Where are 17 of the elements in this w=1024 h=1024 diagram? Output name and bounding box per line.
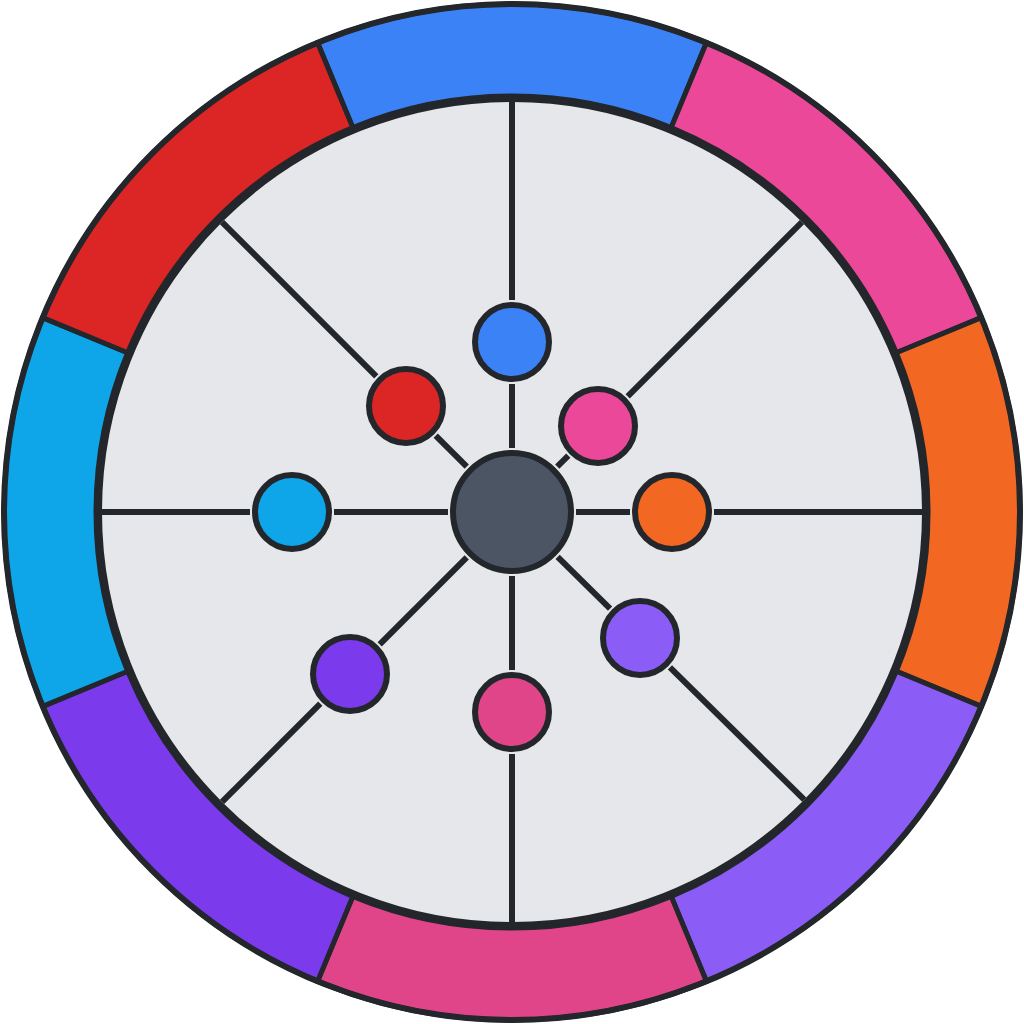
node-circle xyxy=(632,472,712,552)
spoke-connector xyxy=(509,576,515,670)
node-circle xyxy=(472,672,552,752)
spoke-connector xyxy=(555,554,613,611)
spoke-connector xyxy=(509,384,515,448)
spoke-connector xyxy=(334,509,448,515)
node-circle xyxy=(450,450,574,574)
node-circle xyxy=(472,302,552,382)
node-circle xyxy=(558,386,638,466)
spoke-connector xyxy=(377,555,469,647)
spoke-connector xyxy=(433,433,469,469)
node-circle xyxy=(310,634,390,714)
node-circle xyxy=(252,472,332,552)
spoke-connector xyxy=(576,509,630,515)
node-circle xyxy=(600,598,680,678)
spoke-connector xyxy=(555,453,571,469)
node-circle xyxy=(366,366,446,446)
